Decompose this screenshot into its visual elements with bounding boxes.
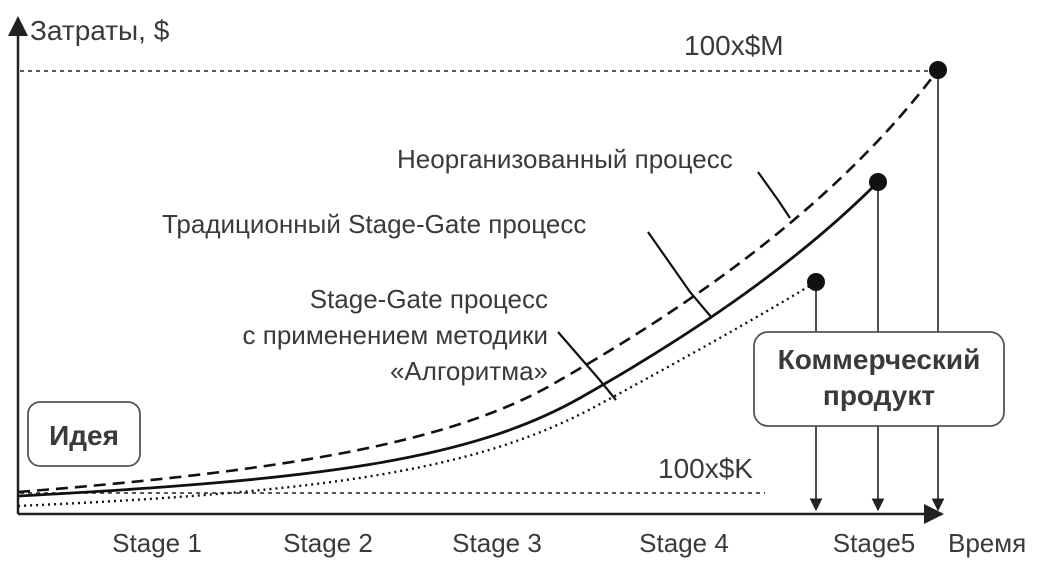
stage-label-2: Stage 2	[283, 528, 373, 558]
algorithm-process-label-line2: с применением методики	[243, 320, 548, 350]
unorganized-endpoint	[929, 61, 947, 79]
x-axis-label: Время	[948, 528, 1026, 558]
idea-label: Идея	[49, 420, 119, 451]
stage-label-4: Stage 4	[639, 528, 729, 558]
traditional-process-curve	[17, 181, 879, 498]
algorithm-pointer	[557, 331, 617, 401]
stage-label-5: Stage5	[833, 528, 915, 558]
product-label-line1: Коммерческий	[778, 344, 981, 375]
stage-label-3: Stage 3	[452, 528, 542, 558]
top-level-label: 100x$M	[684, 30, 784, 61]
traditional-pointer	[647, 231, 713, 319]
algorithm-endpoint	[807, 273, 825, 291]
product-label-line2: продукт	[823, 380, 935, 411]
bottom-level-label: 100x$K	[658, 453, 753, 484]
algorithm-process-label-line1: Stage-Gate процесс	[310, 284, 548, 314]
traditional-process-label: Традиционный Stage-Gate процесс	[162, 209, 586, 239]
traditional-endpoint	[869, 173, 887, 191]
stage-label-1: Stage 1	[112, 528, 202, 558]
unorganized-process-label: Неорганизованный процесс	[397, 144, 733, 174]
product-box	[753, 331, 1005, 427]
idea-box	[27, 401, 141, 467]
unorganized-pointer	[757, 171, 791, 219]
y-axis-label: Затраты, $	[30, 15, 170, 46]
algorithm-process-label-line3: «Алгоритма»	[390, 356, 548, 386]
unorganized-process-curve	[17, 69, 940, 494]
